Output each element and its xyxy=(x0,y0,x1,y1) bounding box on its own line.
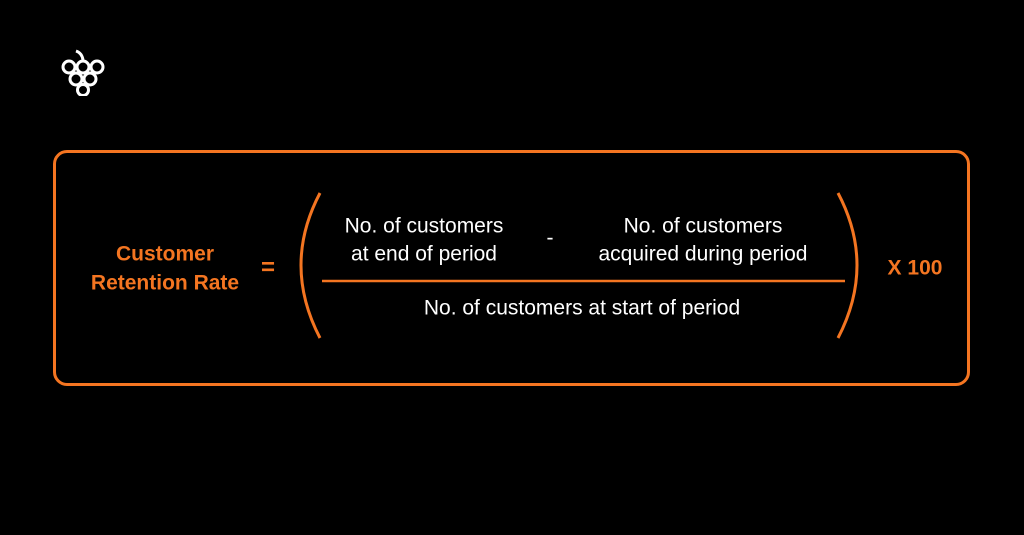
formula-box xyxy=(53,150,970,386)
multiplier: X 100 xyxy=(887,256,943,280)
lhs-line1: Customer xyxy=(115,242,215,266)
numerator-term1-line2: at end of period xyxy=(351,242,497,266)
denominator: No. of customers at start of period xyxy=(423,296,741,320)
left-parenthesis xyxy=(299,192,322,339)
right-parenthesis xyxy=(836,192,859,339)
numerator-term2-line2: acquired during period xyxy=(598,242,808,266)
numerator-term1-line1: No. of customers xyxy=(344,214,504,238)
minus-operator: - xyxy=(546,226,554,250)
grapes-icon xyxy=(61,49,105,96)
equals-sign: = xyxy=(260,254,276,281)
numerator-term2-line1: No. of customers xyxy=(623,214,783,238)
lhs-line2: Retention Rate xyxy=(90,271,240,295)
